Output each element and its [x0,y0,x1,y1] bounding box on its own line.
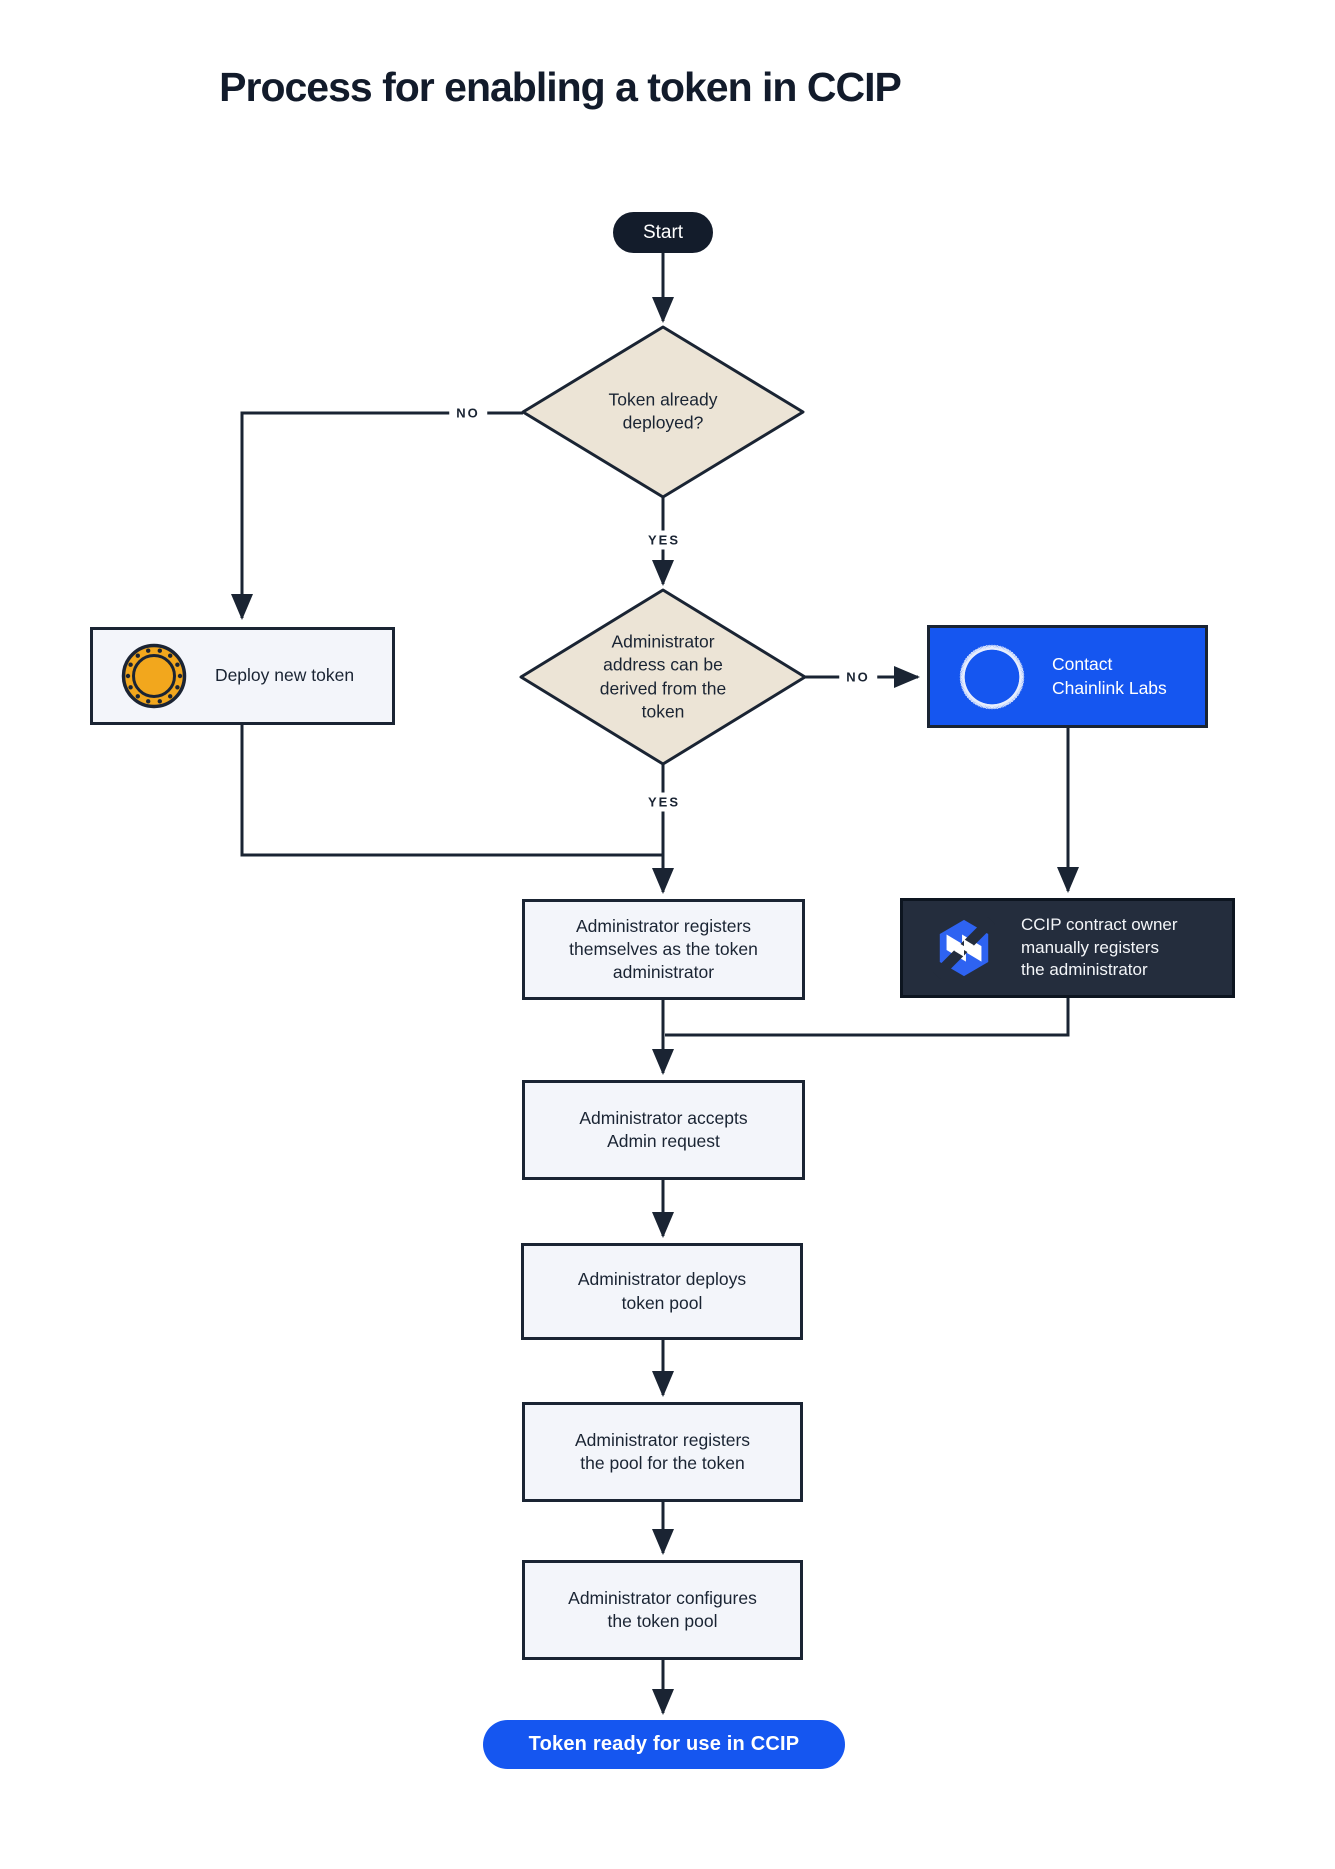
decision-admin-address-derived-label: Administrator address can be derived fro… [599,631,727,722]
token-ready-node: Token ready for use in CCIP [483,1720,845,1769]
edge-ccipowner-merge [665,998,1070,1037]
process-deploy-token-pool-label: Administrator deploys token pool [577,1269,747,1313]
edge-label-yes-2: YES [640,792,688,812]
token-ready-label: Token ready for use in CCIP [528,1733,800,1755]
process-register-pool: Administrator registers the pool for the… [522,1402,803,1502]
process-contact-chainlink-labs-label: Contact Chainlink Labs [1052,654,1167,698]
process-accept-admin-request: Administrator accepts Admin request [522,1080,805,1180]
start-node: Start [613,212,713,253]
edge-label-no-1: NO [449,403,487,423]
process-register-self-label: Administrator registers themselves as th… [569,915,758,983]
edge-label-yes-1: YES [640,530,688,550]
decision-token-already-deployed-shape [521,325,805,499]
process-configure-pool: Administrator configures the token pool [522,1560,803,1660]
process-deploy-new-token-label: Deploy new token [214,665,355,686]
ccip-logo-icon [933,917,995,979]
edge-deploy-merge [240,725,663,857]
chainlink-labs-logo-icon [959,643,1025,710]
process-accept-admin-request-label: Administrator accepts Admin request [579,1107,748,1151]
coin-icon [121,643,187,709]
edge-label-no-2: NO [839,667,877,687]
edge-decision1-no [231,411,523,620]
decision-admin-address-derived-shape [519,588,807,766]
process-deploy-new-token: Deploy new token [90,627,395,725]
process-deploy-token-pool: Administrator deploys token pool [521,1243,803,1340]
process-contact-chainlink-labs: Contact Chainlink Labs [927,625,1208,728]
page-title: Process for enabling a token in CCIP [219,64,902,110]
decision-token-already-deployed-label: Token already deployed? [608,389,718,433]
process-register-self: Administrator registers themselves as th… [522,899,805,1000]
process-configure-pool-label: Administrator configures the token pool [568,1587,757,1631]
process-register-pool-label: Administrator registers the pool for the… [574,1429,751,1473]
process-ccip-owner-registers-label: CCIP contract owner manually registers t… [1021,915,1178,980]
start-label: Start [642,221,684,243]
process-ccip-owner-registers: CCIP contract owner manually registers t… [900,898,1235,998]
